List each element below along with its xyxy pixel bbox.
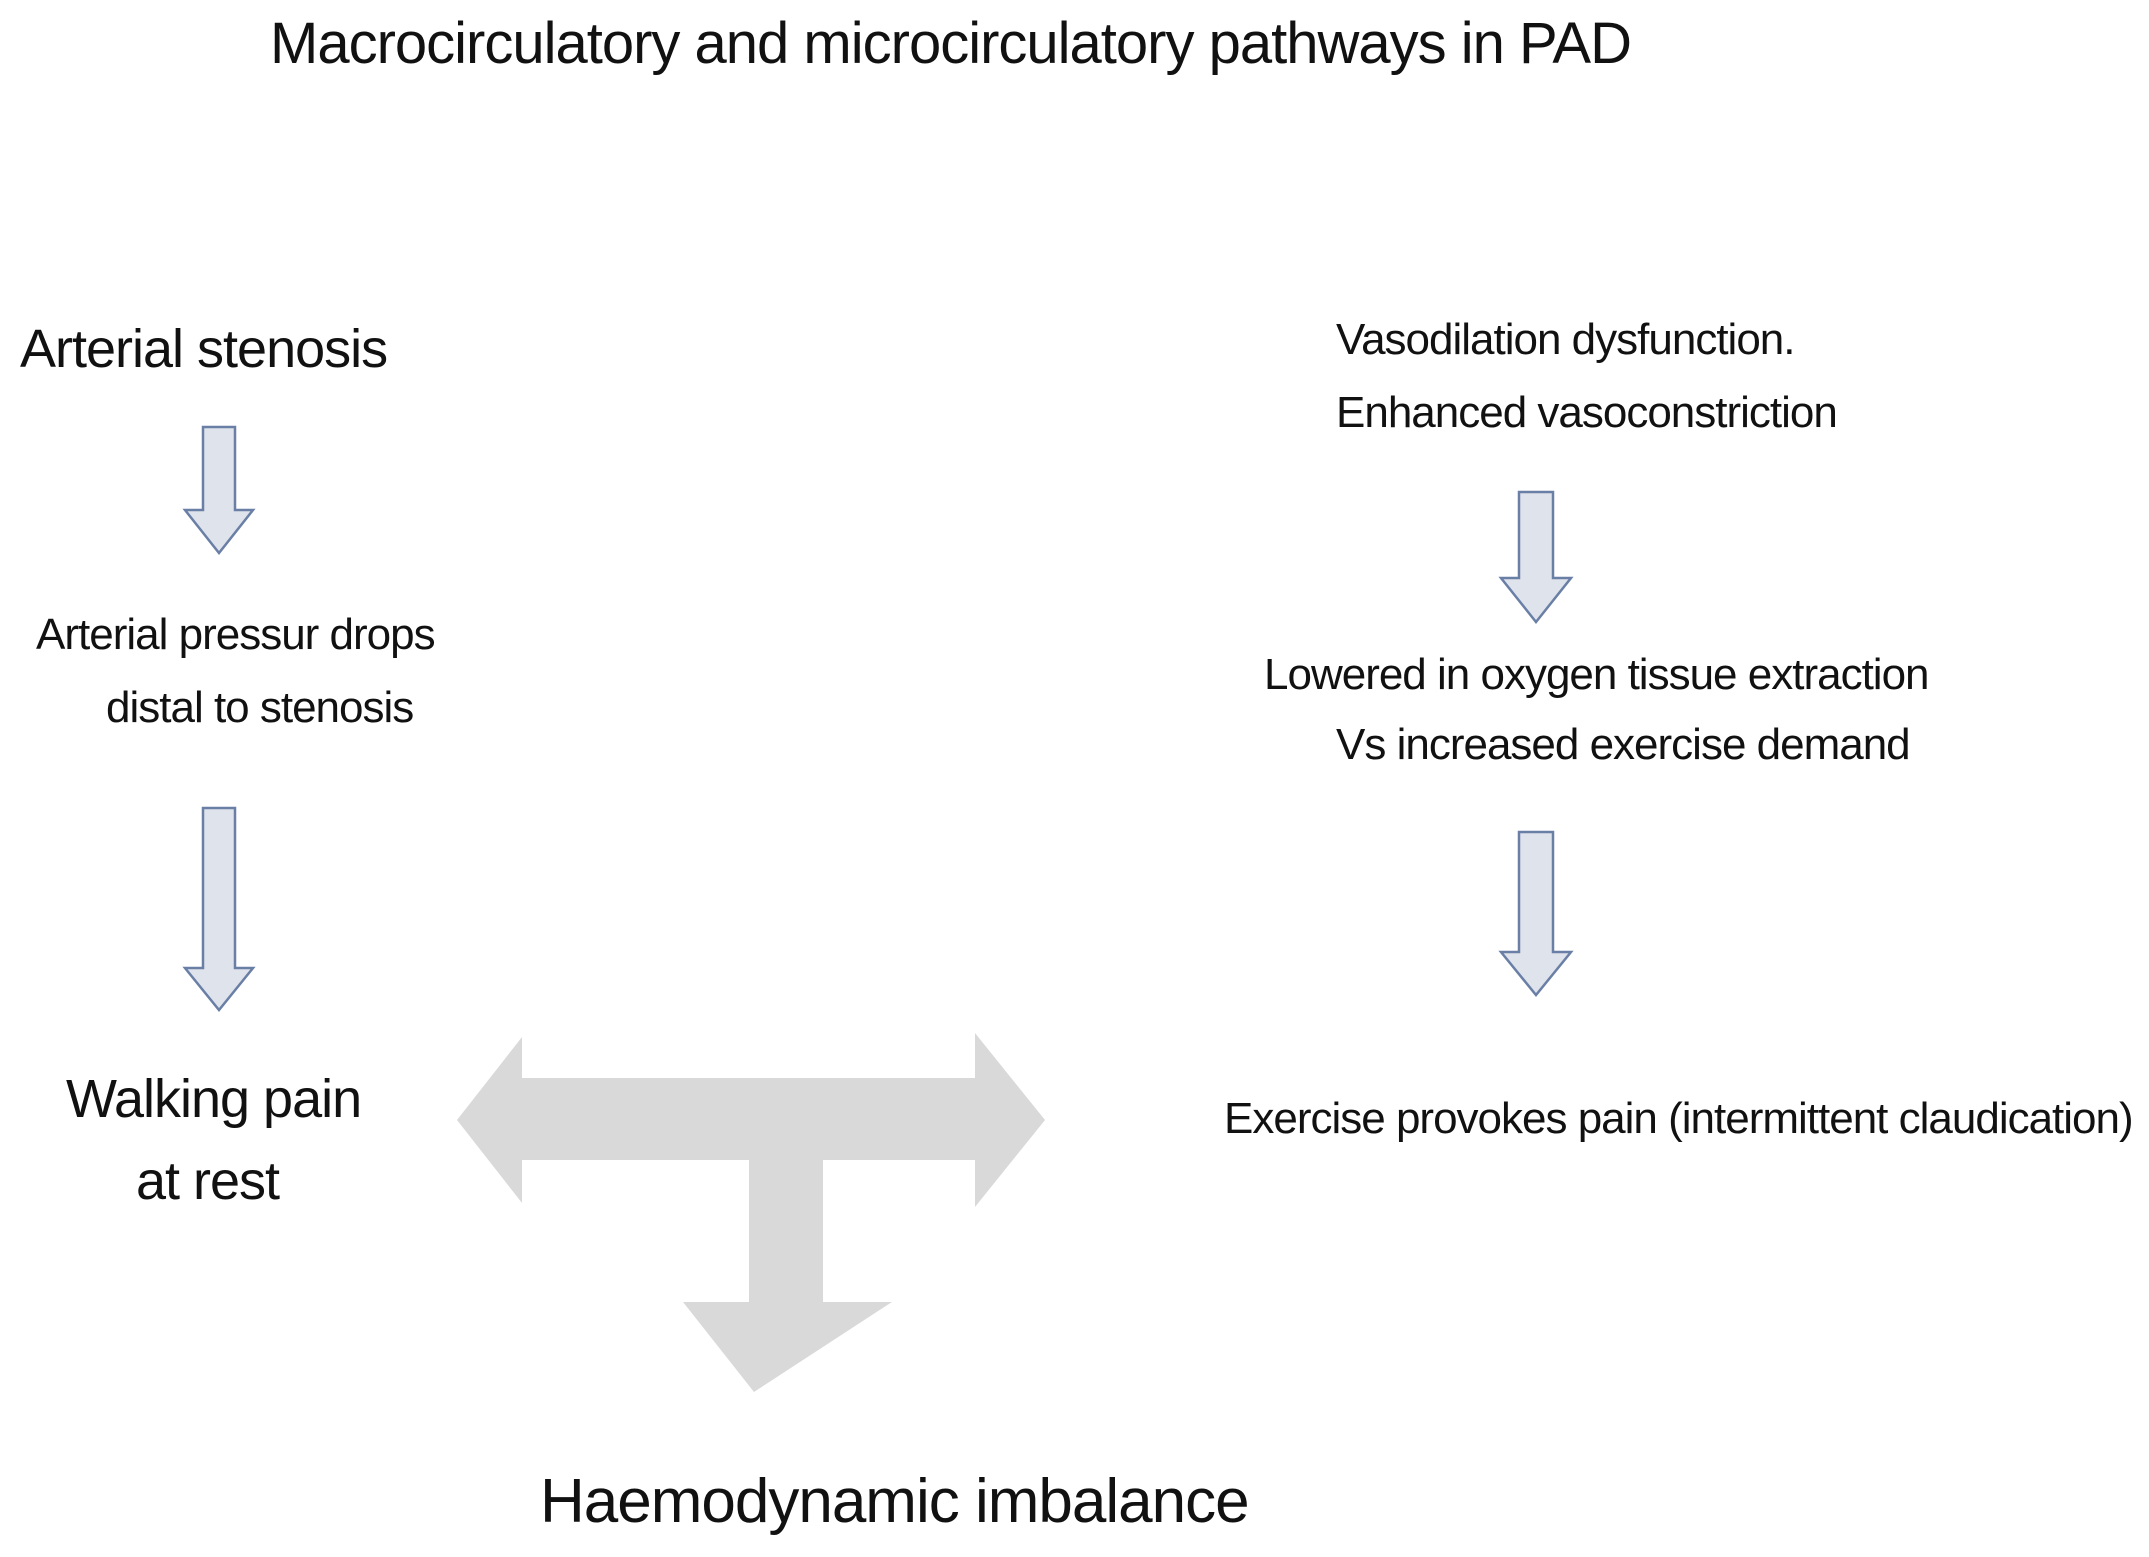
down-arrow-icon [182, 806, 256, 1012]
pressure-drop-label-line1: Arterial pressur drops [36, 610, 436, 659]
bidirectional-connector-arrow-icon [457, 1033, 1045, 1392]
walking-pain-label-line2: at rest [136, 1151, 280, 1211]
down-arrow-icon [1498, 490, 1574, 625]
walking-pain-label-line1: Walking pain [66, 1069, 362, 1129]
haemodynamic-imbalance-label: Haemodynamic imbalance [540, 1467, 1250, 1536]
oxygen-extraction-label-line2: Vs increased exercise demand [1336, 720, 1911, 769]
pressure-drop-label-line2: distal to stenosis [106, 683, 414, 732]
diagram-title: Macrocirculatory and microcirculatory pa… [270, 11, 1632, 76]
oxygen-extraction-label-line1: Lowered in oxygen tissue extraction [1264, 650, 1930, 699]
exercise-pain-label: Exercise provokes pain (intermittent cla… [1224, 1094, 2134, 1143]
vasodilation-dysfunction-label: Vasodilation dysfunction. [1336, 315, 1795, 364]
enhanced-vasoconstriction-label: Enhanced vasoconstriction [1336, 388, 1838, 437]
down-arrow-icon [182, 425, 256, 556]
arterial-stenosis-label: Arterial stenosis [20, 319, 388, 379]
down-arrow-icon [1498, 830, 1574, 997]
